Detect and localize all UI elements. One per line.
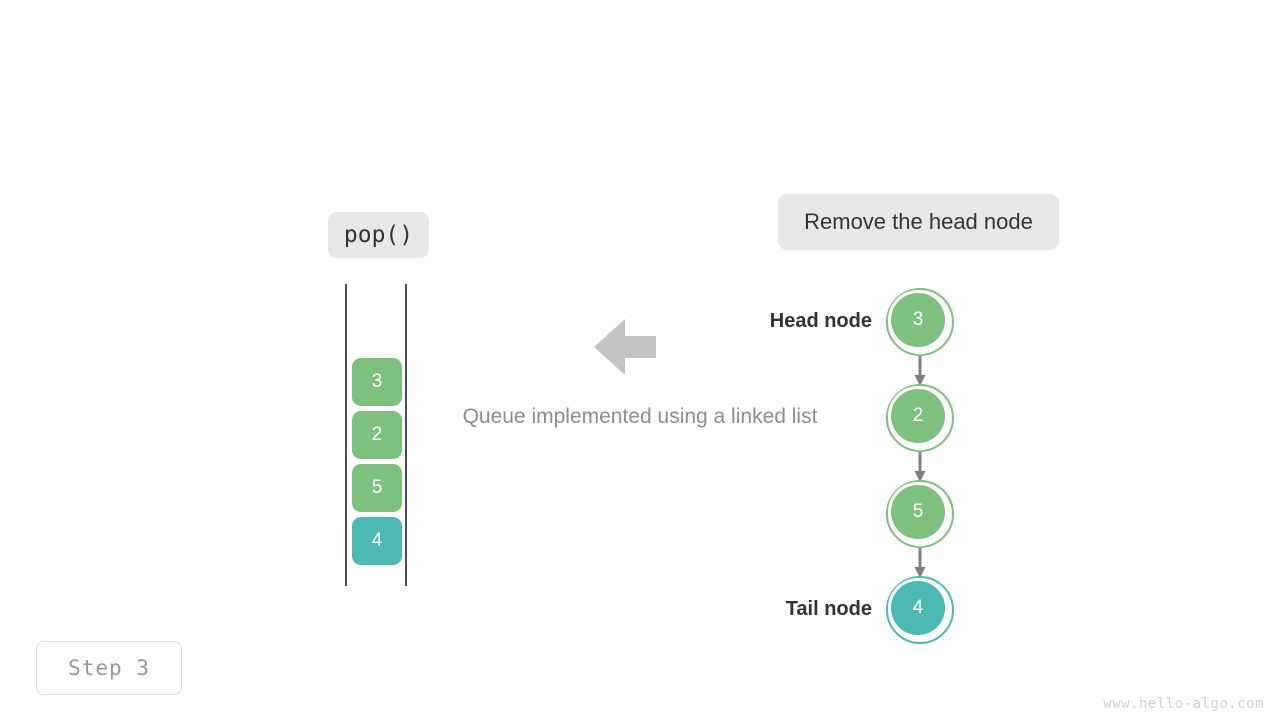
node-value: 3 [912,309,924,330]
head-node-label: Head node [769,310,872,332]
node-circle: 3 [888,290,948,350]
transfer-left-arrow-icon [594,319,656,375]
node-value: 4 [912,597,924,618]
node-circle: 5 [888,482,948,542]
linked-list-node: 3 [886,288,954,356]
queue-item-value: 4 [371,530,383,551]
node-outer-ring [886,576,954,644]
queue-item: 5 [352,464,402,512]
queue-item: 2 [352,411,402,459]
node-outer-ring [886,384,954,452]
queue-item-list: 3 2 5 4 [352,358,402,570]
queue-column: 3 2 5 4 [344,284,410,586]
linked-list-node: 2 [886,384,954,452]
operation-label: pop() [343,222,414,248]
queue-rail-right [405,284,407,586]
node-outer-ring [886,288,954,356]
queue-item: 3 [352,358,402,406]
queue-rail-left [345,284,347,586]
operation-pill: pop() [328,212,429,258]
caption-text: Queue implemented using a linked list [462,405,818,428]
queue-item: 4 [352,517,402,565]
queue-item-value: 3 [371,371,383,392]
link-arrow-down-icon [913,452,927,482]
step-badge: Step 3 [36,641,182,695]
tail-node-label: Tail node [785,598,872,620]
link-arrow-down-icon [913,356,927,386]
queue-item-value: 5 [371,477,383,498]
queue-item-value: 2 [371,424,383,445]
node-value: 2 [912,405,924,426]
linked-list: 3 2 5 4 [886,288,954,648]
step-label: Step 3 [68,656,150,680]
node-circle: 4 [888,578,948,638]
action-label: Remove the head node [804,209,1033,234]
node-outer-ring [886,480,954,548]
node-value: 5 [912,501,924,522]
node-circle: 2 [888,386,948,446]
link-arrow-down-icon [913,548,927,578]
linked-list-node: 4 [886,576,954,644]
action-pill: Remove the head node [778,194,1059,250]
linked-list-node: 5 [886,480,954,548]
watermark: www.hello-algo.com [1103,696,1264,712]
